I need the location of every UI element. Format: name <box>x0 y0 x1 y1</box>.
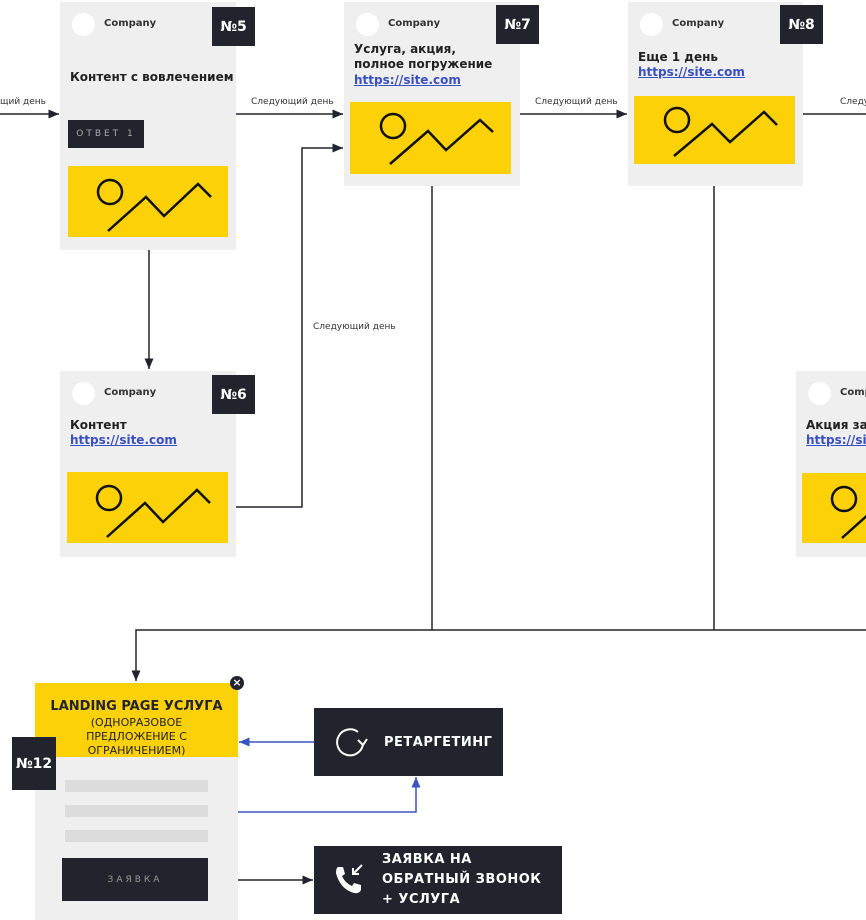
incoming-call-icon <box>336 864 363 894</box>
edge-label: Следующий день <box>251 97 334 107</box>
post-card-8[interactable]: Company №8 Еще 1 день https://site.com <box>628 2 823 186</box>
post-card-6[interactable]: Company №6 Контент https://site.com <box>60 371 255 557</box>
arrow-landing-retarget <box>238 777 421 813</box>
company-name: Company <box>104 387 157 398</box>
edge-label: Следующий день <box>535 97 618 107</box>
post-card-partial[interactable]: Comp Акция зак https://site <box>796 371 866 557</box>
landing-title: LANDING PAGE УСЛУГА <box>50 699 223 714</box>
post-link[interactable]: https://site <box>806 433 866 447</box>
step-badge: №8 <box>780 5 823 44</box>
company-name: Company <box>104 18 157 29</box>
post-title: Еще 1 день <box>638 50 719 64</box>
avatar <box>808 382 831 405</box>
retargeting-label: РЕТАРГЕТИНГ <box>384 734 493 750</box>
edge-label: Следу <box>840 97 866 107</box>
close-icon[interactable]: × <box>230 676 244 690</box>
landing-header: LANDING PAGE УСЛУГА (ОДНОРАЗОВОЕ ПРЕДЛОЖ… <box>35 683 238 757</box>
avatar <box>356 13 379 36</box>
post-link[interactable]: https://site.com <box>70 433 177 447</box>
avatar <box>72 382 95 405</box>
company-name: Company <box>388 18 441 29</box>
text-placeholder <box>65 780 208 792</box>
post-link[interactable]: https://site.com <box>354 73 461 87</box>
edge-label: щий день <box>0 97 46 107</box>
arrow-6-7 <box>236 143 343 508</box>
avatar <box>72 13 95 36</box>
image-placeholder-icon <box>67 472 228 543</box>
post-card-7[interactable]: Company №7 Услуга, акция, полное погруже… <box>344 2 539 186</box>
image-placeholder-icon <box>802 473 866 543</box>
callback-label: ЗАЯВКА НА ОБРАТНЫЙ ЗВОНОК + УСЛУГА <box>382 852 542 907</box>
post-title: Акция зак <box>806 418 866 432</box>
callback-box[interactable]: ЗАЯВКА НА ОБРАТНЫЙ ЗВОНОК + УСЛУГА <box>314 846 562 914</box>
refresh-icon <box>336 728 368 757</box>
landing-subtitle: (ОДНОРАЗОВОЕ ПРЕДЛОЖЕНИЕ С ОГРАНИЧЕНИЕМ) <box>86 716 187 757</box>
answer-button[interactable]: ОТВЕТ 1 <box>68 120 144 148</box>
text-placeholder <box>65 805 208 817</box>
landing-page[interactable]: LANDING PAGE УСЛУГА (ОДНОРАЗОВОЕ ПРЕДЛОЖ… <box>35 683 238 920</box>
image-placeholder-icon <box>350 102 511 174</box>
step-badge: №12 <box>12 737 56 790</box>
step-badge: №6 <box>212 375 255 414</box>
edge-label: Следующий день <box>313 322 396 332</box>
arrow-to-landing <box>131 629 866 681</box>
image-placeholder-icon <box>68 166 228 237</box>
company-name: Comp <box>840 387 866 398</box>
post-title: Контент <box>70 418 127 432</box>
text-placeholder <box>65 830 208 842</box>
post-link[interactable]: https://site.com <box>638 65 745 79</box>
post-title: Контент с вовлечением <box>70 70 234 84</box>
request-button[interactable]: ЗАЯВКА <box>62 858 208 901</box>
step-badge: №5 <box>212 7 255 46</box>
image-placeholder-icon <box>634 96 795 164</box>
step-badge: №7 <box>496 5 539 44</box>
retargeting-box[interactable]: РЕТАРГЕТИНГ <box>314 708 503 776</box>
post-card-5[interactable]: Company №5 Контент с вовлечением ОТВЕТ 1 <box>60 2 255 250</box>
company-name: Company <box>672 18 725 29</box>
avatar <box>640 13 663 36</box>
post-title: Услуга, акция, полное погружение <box>354 42 493 71</box>
